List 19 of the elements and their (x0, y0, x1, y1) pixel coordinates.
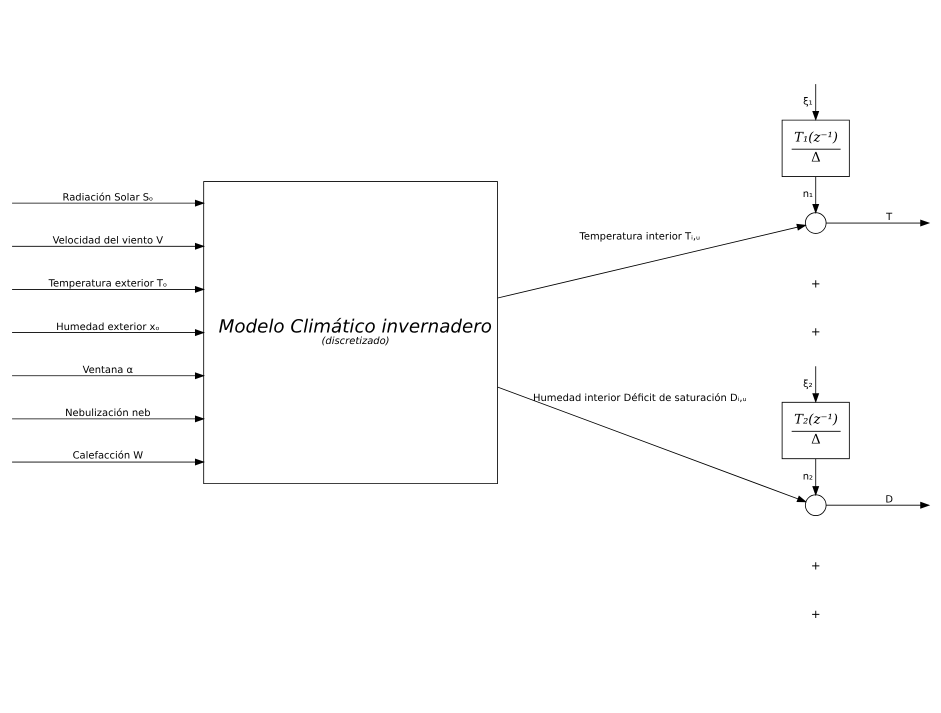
label: + (810, 324, 821, 339)
edge-label: Velocidad del viento V (52, 235, 164, 246)
edge-label: Ventana α (82, 364, 134, 376)
edge-label: Temperatura exterior Tₒ (48, 278, 168, 290)
label: + (810, 276, 821, 291)
label: + (810, 558, 821, 573)
edge-label: Radiación Solar Sₒ (62, 192, 154, 204)
edge-label: Humedad exterior xₒ (56, 322, 160, 333)
edge-label: Humedad interior Déficit de saturación Dᵢ,ᵤ (533, 393, 747, 404)
edge-label: T (886, 212, 892, 224)
edge-label: n₁ (802, 189, 813, 200)
edge-label: ξ₂ (803, 378, 813, 390)
edge-label: Calefacción W (72, 450, 144, 462)
edge-label: Nebulización neb (65, 408, 151, 420)
edge-label: D (885, 494, 894, 506)
edge-label: Temperatura interior Tᵢ,ᵤ (580, 231, 700, 242)
edge-label: ξ₁ (803, 96, 813, 108)
edge-label: n₂ (802, 471, 813, 482)
label: + (810, 606, 821, 621)
